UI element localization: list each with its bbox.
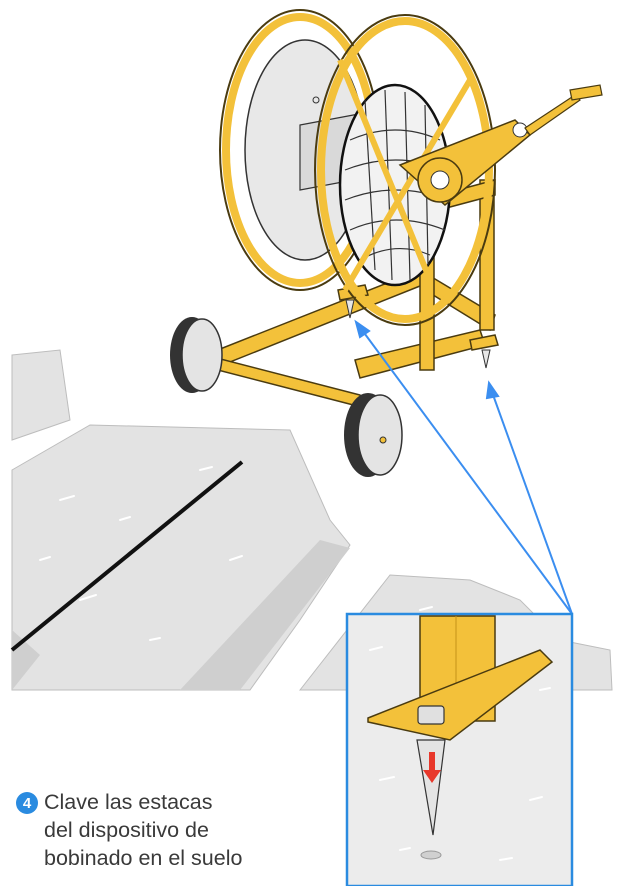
step-instruction-text: Clave las estacas del dispositivo de bob… <box>44 790 243 870</box>
step-number-badge: 4 <box>16 792 38 814</box>
ground-stake <box>345 299 355 319</box>
crank-handle <box>524 94 581 136</box>
cart-wheel <box>170 317 223 393</box>
callout-arrow <box>354 319 573 615</box>
downward-arrow <box>423 752 441 783</box>
hose-line <box>10 460 244 652</box>
stake-detail-inset <box>345 612 574 886</box>
instruction-step: 4 Clave las estacas del dispositivo de b… <box>16 788 304 872</box>
cart-wheel <box>344 393 403 477</box>
ground-stake <box>481 349 491 369</box>
